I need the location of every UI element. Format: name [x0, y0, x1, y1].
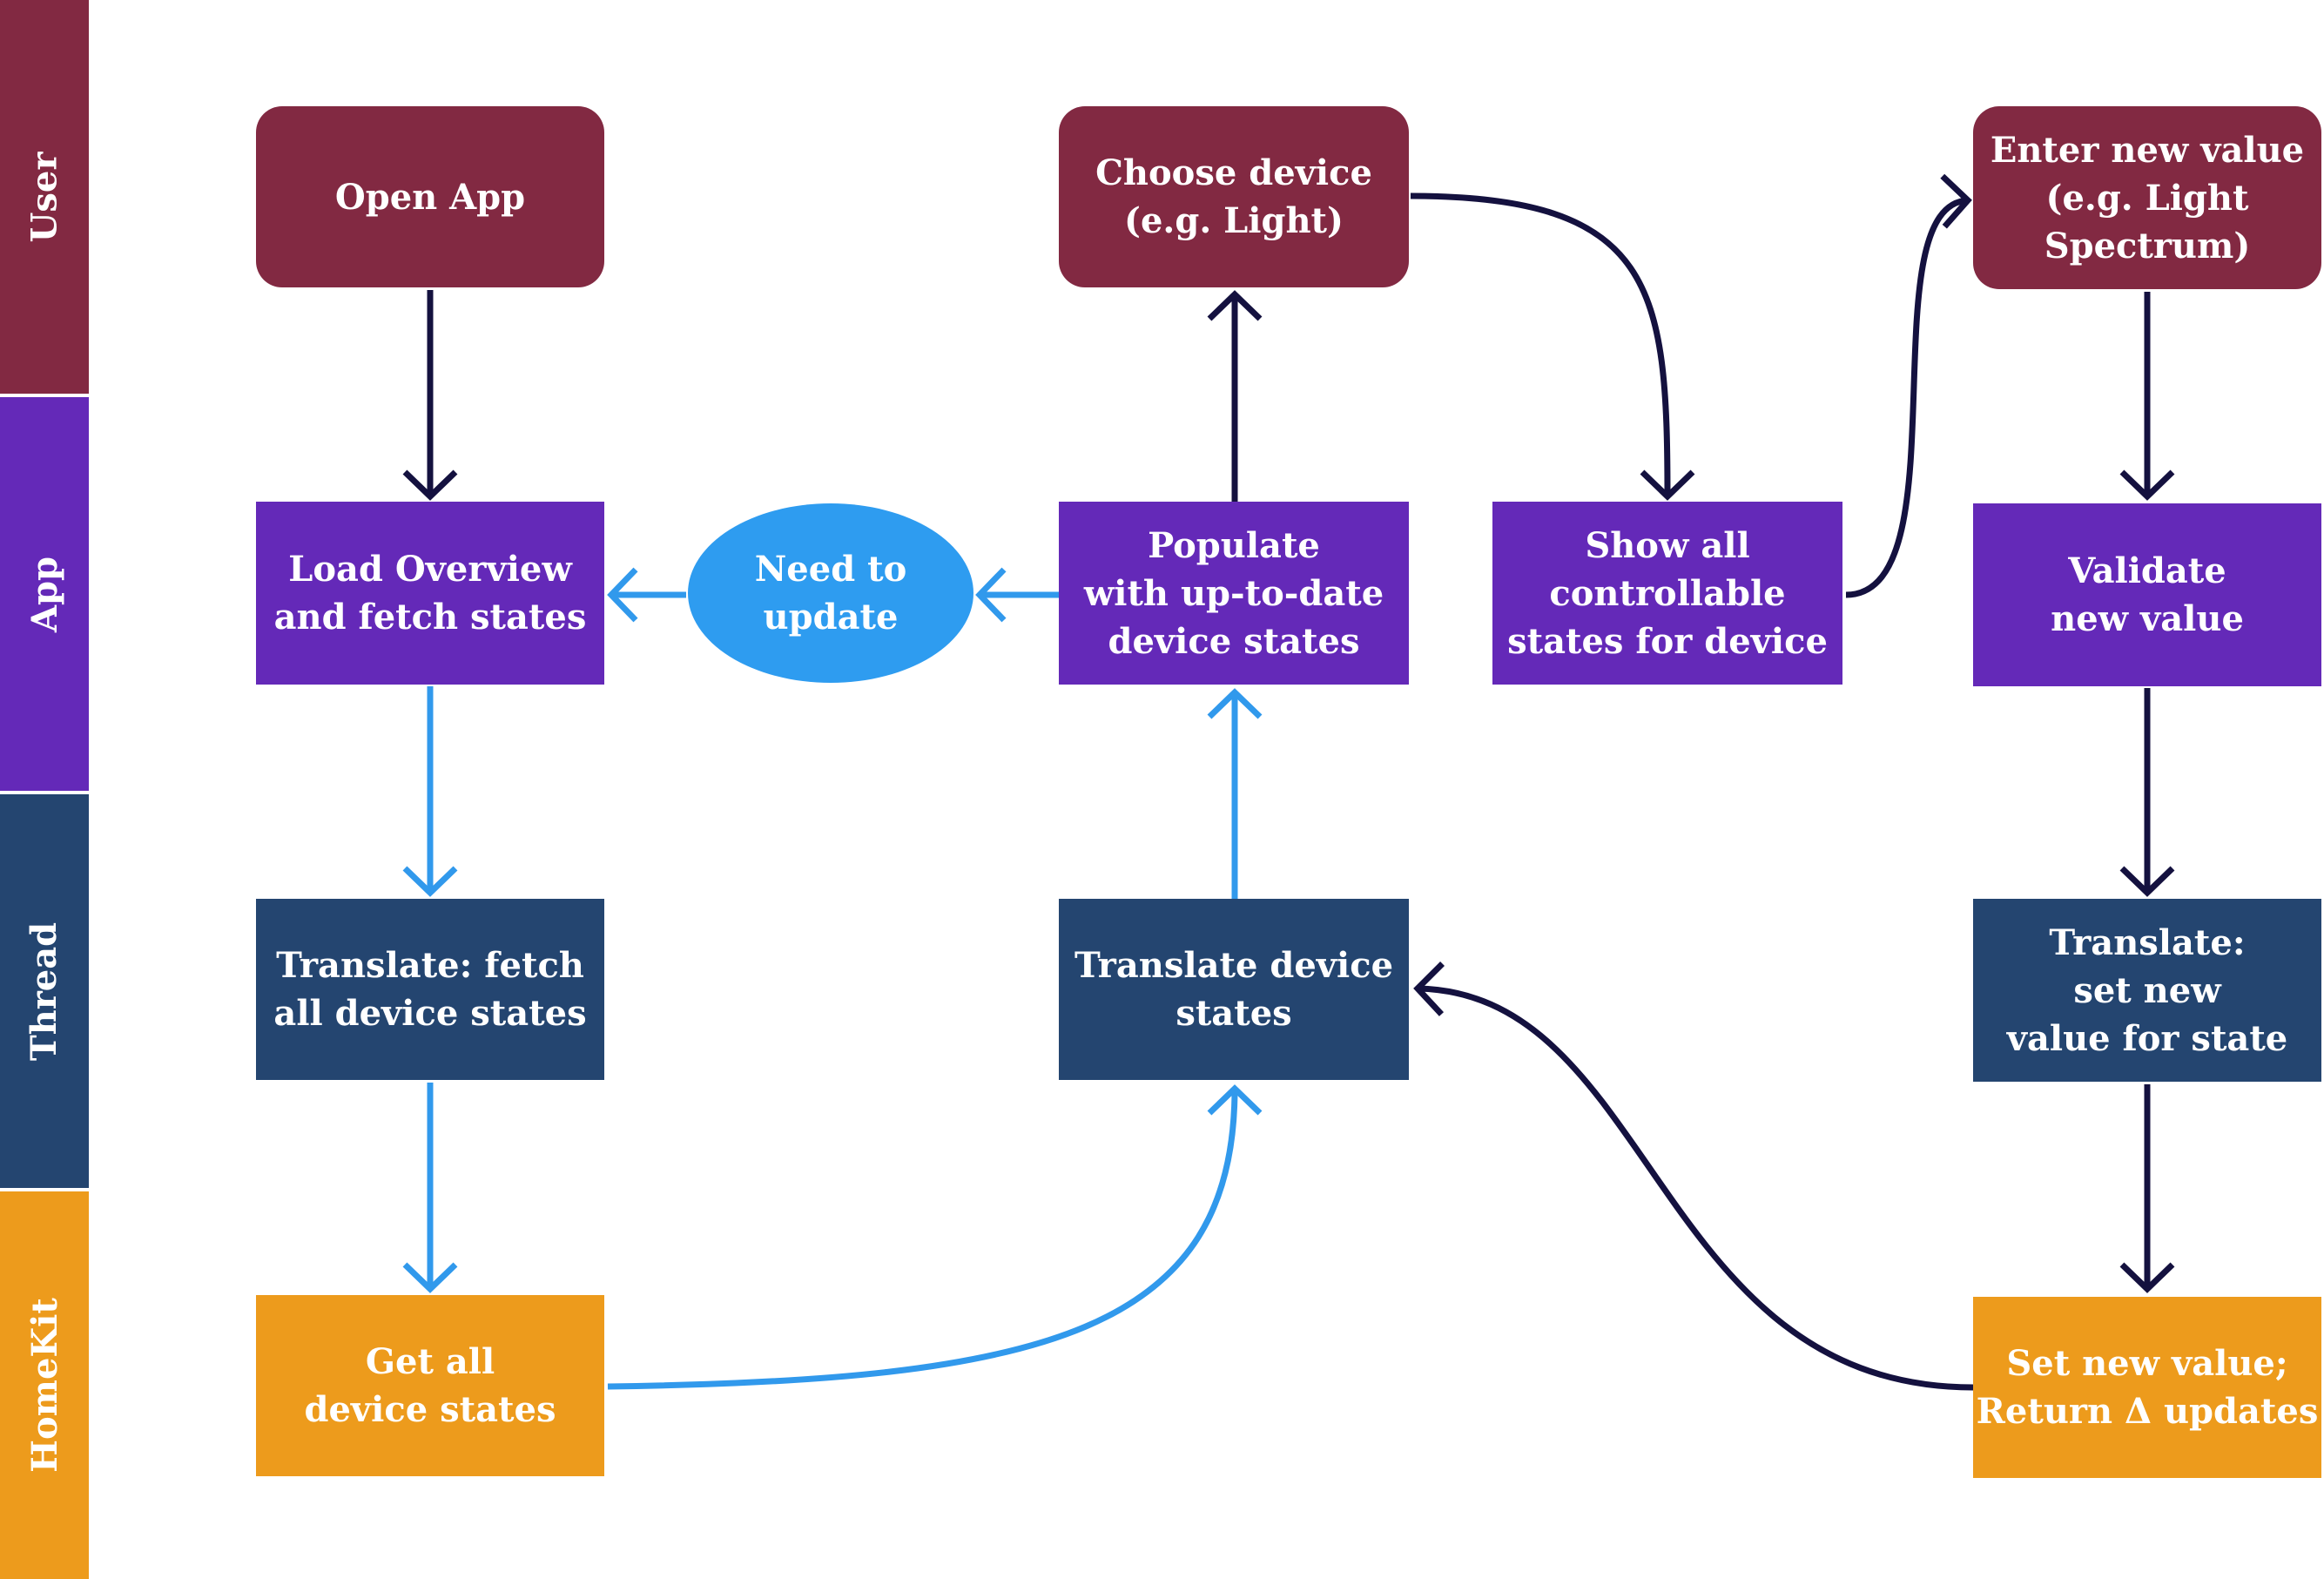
node-open-app: Open App [256, 106, 604, 287]
node-translate-device-states: Translate device states [1059, 899, 1409, 1080]
lane-app: App [0, 397, 89, 791]
arrow-get-all-to-translate-device [607, 1084, 1263, 1390]
node-populate: Populate with up-to-date device states [1059, 502, 1409, 685]
node-enter-new-value: Enter new value (e.g. Light Spectrum) [1973, 106, 2321, 289]
arrow-choose-to-show [1410, 192, 1695, 501]
lane-thread: Thread [0, 794, 89, 1188]
node-translate-fetch: Translate: fetch all device states [256, 899, 604, 1080]
node-translate-set: Translate: set new value for state [1973, 899, 2321, 1082]
lane-homekit: HomeKit [0, 1191, 89, 1579]
node-need-to-update: Need to update [688, 503, 973, 683]
arrow-show-to-enter [1845, 173, 1972, 598]
lane-user: User [0, 0, 89, 394]
node-choose-device: Choose device (e.g. Light) [1059, 106, 1409, 287]
node-get-all-states: Get all device states [256, 1295, 604, 1476]
node-validate: Validate new value [1973, 503, 2321, 686]
arrow-set-value-to-translate-device [1413, 962, 1974, 1391]
node-set-new-value: Set new value; Return Δ updates [1973, 1297, 2321, 1478]
node-load-overview: Load Overview and fetch states [256, 502, 604, 685]
node-show-all-states: Show all controllable states for device [1492, 502, 1842, 685]
